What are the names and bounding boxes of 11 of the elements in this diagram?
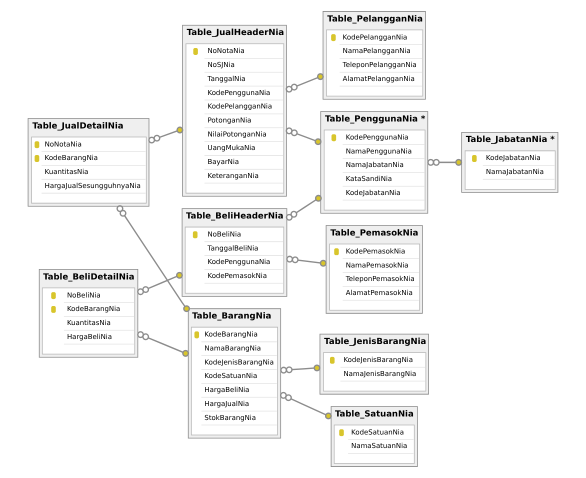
- connector: [286, 256, 327, 267]
- connector: [280, 364, 320, 374]
- connector: [286, 194, 322, 221]
- connector: [116, 205, 190, 312]
- connector: [137, 331, 190, 357]
- connector: [280, 392, 332, 420]
- connector: [137, 272, 183, 296]
- connector: [286, 127, 322, 146]
- connector: [148, 126, 184, 144]
- connector: [427, 158, 462, 166]
- connector: [286, 73, 324, 93]
